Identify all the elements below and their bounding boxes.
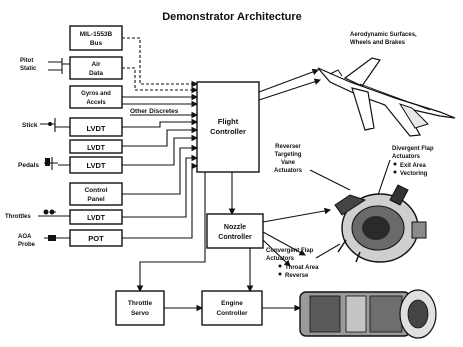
reverser-label-1: Reverser <box>275 144 301 150</box>
reverser-label-3: Vane <box>281 160 296 166</box>
svg-text:Engine: Engine <box>221 300 243 307</box>
convergent-bullet-1: Throat Area <box>285 265 319 271</box>
svg-text:Servo: Servo <box>131 310 149 317</box>
svg-text:LVDT: LVDT <box>86 124 105 133</box>
static-label: Static <box>20 66 37 72</box>
svg-text:Controller: Controller <box>218 234 252 241</box>
pedals-symbol <box>44 157 70 170</box>
flight-controller-block: Flight Controller <box>197 82 259 172</box>
convergent-title-2: Actuators <box>266 256 295 262</box>
aero-surfaces-label-line1: Aerodynamic Surfaces, <box>350 32 417 38</box>
svg-text:Nozzle: Nozzle <box>224 224 246 231</box>
svg-text:Control: Control <box>84 187 107 194</box>
throttles-label: Throttles <box>5 214 31 220</box>
svg-text:Controller: Controller <box>216 310 248 317</box>
svg-text:Data: Data <box>89 70 103 77</box>
control-panel-block: Control Panel <box>70 183 122 205</box>
aoa-label: AOA <box>18 234 32 240</box>
svg-text:LVDT: LVDT <box>86 161 105 170</box>
aero-surfaces-label-line2: Wheels and Brakes <box>350 40 406 46</box>
pedals-label: Pedals <box>18 162 39 169</box>
throttles-symbol <box>38 210 70 217</box>
divergent-title-1: Divergent Flap <box>392 146 434 152</box>
svg-text:MIL-1553B: MIL-1553B <box>80 31 113 38</box>
stick-label: Stick <box>22 122 38 129</box>
throttle-servo-block: Throttle Servo <box>116 291 164 325</box>
svg-text:LVDT: LVDT <box>87 215 105 222</box>
probe-label: Probe <box>18 242 36 248</box>
air-data-block: Air Data <box>70 57 122 79</box>
svg-text:Panel: Panel <box>87 196 105 203</box>
other-discretes-label: Other Discretes <box>130 108 179 115</box>
convergent-bullet-2: Reverse <box>285 273 309 279</box>
svg-text:Accels: Accels <box>86 100 106 106</box>
svg-text:Controller: Controller <box>210 127 246 136</box>
aoa-probe-symbol <box>44 235 70 241</box>
input-connection-lines <box>122 38 197 238</box>
svg-text:LVDT: LVDT <box>87 145 105 152</box>
engine-illustration <box>300 290 436 338</box>
reverser-label-2: Targeting <box>275 152 302 158</box>
engine-controller-block: Engine Controller <box>202 291 262 325</box>
nozzle-controller-block: Nozzle Controller <box>207 214 263 248</box>
svg-text:Throttle: Throttle <box>128 300 153 307</box>
lvdt-stick-block: LVDT <box>70 118 122 136</box>
svg-text:Flight: Flight <box>218 117 239 126</box>
gyros-accels-block: Gyros and Accels <box>70 86 122 108</box>
divergent-title-2: Actuators <box>392 154 421 160</box>
lvdt-throttle-block: LVDT <box>70 210 122 224</box>
divergent-bullet-2: Vectoring <box>400 171 428 177</box>
stick-symbol <box>40 118 70 132</box>
diagram-title: Demonstrator Architecture <box>162 11 302 23</box>
svg-text:Gyros and: Gyros and <box>81 91 111 97</box>
lvdt-mid-block: LVDT <box>70 140 122 153</box>
reverser-label-4: Actuators <box>274 168 303 174</box>
svg-text:Air: Air <box>91 61 101 68</box>
lvdt-pedals-block: LVDT <box>70 157 122 173</box>
convergent-title-1: Convergent Flap <box>266 248 314 254</box>
divergent-bullet-1: Exit Area <box>400 163 426 169</box>
mil-bus-block: MIL-1553B Bus <box>70 26 122 50</box>
pot-block: POT <box>70 230 122 246</box>
pitot-static-symbol <box>48 58 70 74</box>
aircraft-illustration <box>318 58 455 136</box>
svg-text:POT: POT <box>88 234 104 243</box>
pitot-label: Pitot <box>20 58 33 64</box>
svg-text:Bus: Bus <box>90 40 103 47</box>
nozzle-illustration <box>335 185 426 262</box>
